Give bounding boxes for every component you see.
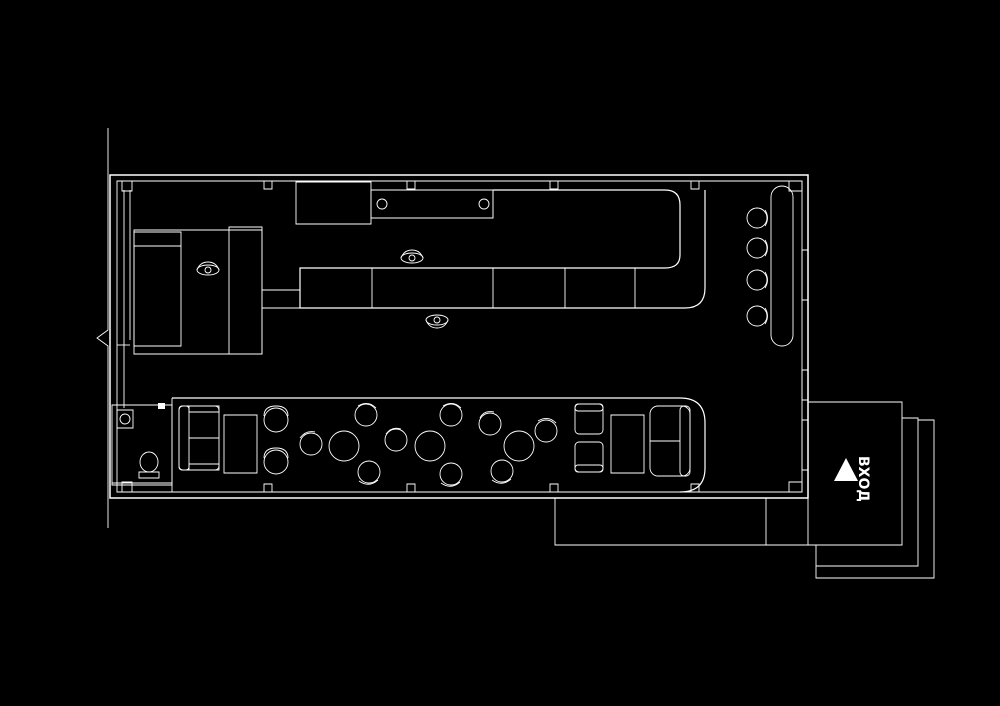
sink-icon [117, 410, 133, 428]
terrace [555, 402, 934, 578]
armchair-icon [385, 428, 407, 451]
seating-zone [172, 398, 705, 492]
round-table-icon [329, 431, 359, 461]
armchair-icon [440, 463, 462, 486]
toilet-icon [139, 452, 159, 478]
entrance-marker: ВХОД [834, 456, 871, 502]
armchair-icon [535, 418, 557, 442]
bar-stool-icon [747, 208, 768, 228]
armchair-icon [358, 461, 380, 484]
sofa-icon [650, 406, 690, 476]
staff-person-icon [401, 250, 423, 263]
armchair-icon [300, 432, 322, 455]
high-counter [771, 186, 793, 346]
coffee-table [611, 415, 644, 473]
armchair-icon [575, 404, 603, 434]
coffee-table [224, 415, 257, 473]
armchair-icon [440, 403, 462, 426]
round-table-icon [504, 431, 534, 461]
armchair-icon [575, 442, 603, 472]
bar-stool-icon [747, 238, 768, 258]
staff-person-icon [426, 315, 448, 328]
staff-person-icon [197, 262, 219, 275]
bar-stool-icon [747, 270, 768, 290]
sofa-icon [179, 406, 219, 470]
round-table-icon [415, 431, 445, 461]
chairs [300, 403, 557, 486]
armchair-icon [355, 403, 377, 426]
armchair-icon [479, 412, 501, 435]
entrance-label: ВХОД [855, 456, 871, 502]
left-boundary [97, 128, 130, 528]
armchair-icon [264, 406, 288, 432]
restroom [112, 403, 172, 485]
bar-counter [296, 182, 705, 308]
outer-walls [110, 175, 808, 498]
triangle-up-icon [834, 458, 858, 481]
kitchen-area [134, 227, 300, 354]
armchair-icon [491, 460, 513, 483]
bar-stools [747, 208, 768, 326]
armchair-icon [264, 448, 288, 474]
bar-stool-icon [747, 306, 768, 326]
